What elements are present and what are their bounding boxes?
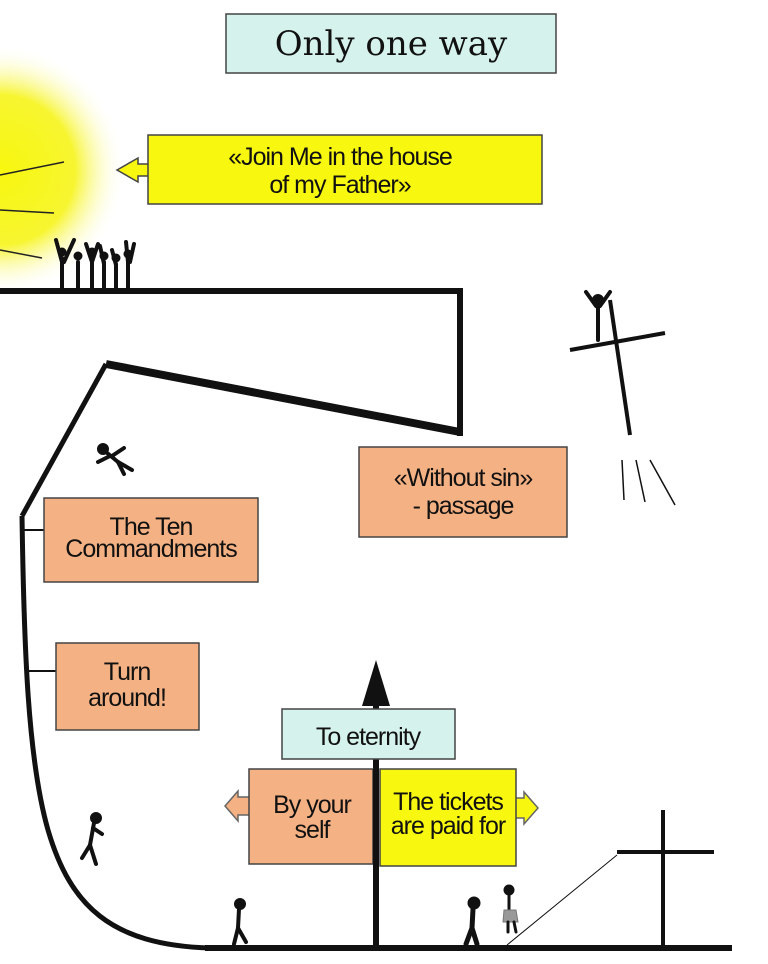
walking-girl-icon (232, 898, 248, 946)
turn-around-line1: Turn (104, 658, 151, 686)
to-eternity-sign (281, 708, 456, 760)
commandments-line1: The Ten (110, 513, 193, 541)
passage-line1: «Without sin» (394, 464, 533, 492)
path-lines (0, 288, 732, 951)
by-yourself-line1: By your (273, 791, 351, 819)
by-yourself-sign (248, 768, 374, 865)
tickets-line1: The tickets (393, 788, 503, 816)
page-title: Only one way (275, 24, 508, 64)
running-person-icon (80, 812, 104, 866)
walking-man-icon (463, 896, 481, 947)
raised-cross-icon (569, 299, 676, 506)
walking-woman-icon (502, 884, 519, 934)
tickets-line2: are paid for (391, 812, 506, 840)
victorious-person-icon (584, 290, 612, 342)
tickets-paid-sign (379, 768, 517, 867)
ten-commandments-sign: The Ten Commandments (43, 497, 259, 583)
falling-person-icon (96, 443, 134, 476)
turn-around-sign: Turn around! (55, 642, 200, 731)
sun-icon (0, 45, 125, 295)
arrow-left-icon (224, 788, 251, 824)
cross-icon (506, 810, 714, 948)
invitation-line1: «Join Me in the house (228, 143, 452, 171)
by-yourself-line2: self (295, 816, 331, 844)
turn-around-line2: around! (88, 684, 166, 712)
arrow-up-icon (362, 660, 390, 706)
invitation-line2: of my Father» (269, 171, 410, 199)
passage-line2: - passage (413, 492, 514, 520)
title-box: Only one way (225, 13, 557, 74)
arrow-right-icon (514, 790, 539, 826)
invitation-sign: «Join Me in the house of my Father» (115, 134, 543, 205)
to-eternity-label: To eternity (316, 723, 422, 751)
signpost: To eternity By your self The tickets are… (224, 660, 539, 948)
without-sin-passage-sign: «Without sin» - passage (358, 446, 568, 538)
crowd-silhouette-icon (54, 238, 136, 290)
commandments-line2: Commandments (65, 535, 237, 563)
